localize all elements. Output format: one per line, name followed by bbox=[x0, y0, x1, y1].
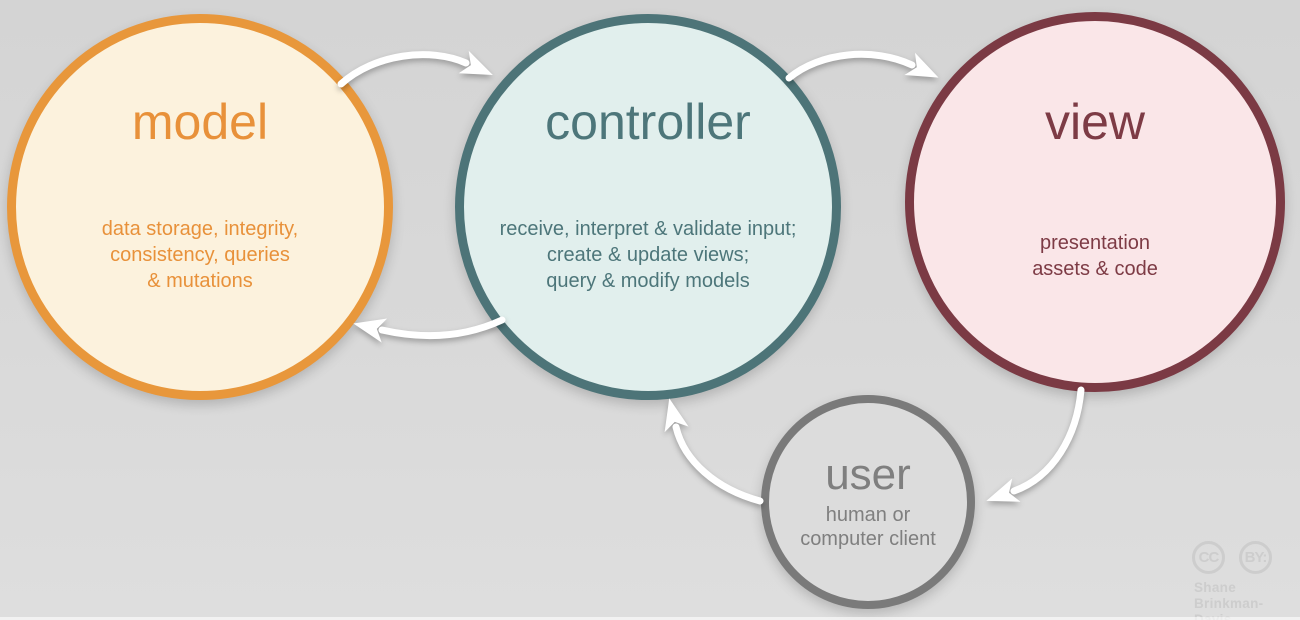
arrow-view-to-user bbox=[986, 386, 1085, 502]
cc-by-icon-label: BY: bbox=[1244, 549, 1268, 566]
user-title: user bbox=[825, 450, 911, 499]
view-node: view presentation assets & code bbox=[905, 12, 1285, 392]
cc-badges: CC BY: bbox=[1192, 541, 1300, 574]
cc-icon: CC bbox=[1192, 541, 1225, 574]
arrow-controller-to-view bbox=[785, 50, 939, 82]
cc-icon-label: CC bbox=[1198, 549, 1220, 566]
view-description: presentation assets & code bbox=[1032, 232, 1158, 280]
model-description: data storage, integrity, consistency, qu… bbox=[101, 218, 299, 292]
license-watermark: CC BY: Shane Brinkman-Davis bbox=[1192, 541, 1300, 620]
arrow-model-to-controller bbox=[337, 50, 493, 88]
controller-node: controller receive, interpret & validate… bbox=[455, 14, 841, 400]
arrow-user-to-controller bbox=[664, 398, 764, 505]
cc-by-icon: BY: bbox=[1239, 541, 1272, 574]
controller-title: controller bbox=[545, 94, 751, 150]
model-node: model data storage, integrity, consisten… bbox=[7, 14, 393, 400]
arrow-controller-to-model bbox=[353, 316, 506, 343]
controller-description: receive, interpret & validate input; cre… bbox=[499, 218, 797, 292]
author-credit: Shane Brinkman-Davis bbox=[1194, 580, 1264, 620]
model-title: model bbox=[131, 94, 269, 150]
user-description: human or computer client bbox=[800, 504, 936, 550]
view-title: view bbox=[1044, 94, 1146, 150]
user-node: user human or computer client bbox=[761, 395, 975, 609]
bottom-highlight-strip bbox=[0, 617, 1300, 620]
